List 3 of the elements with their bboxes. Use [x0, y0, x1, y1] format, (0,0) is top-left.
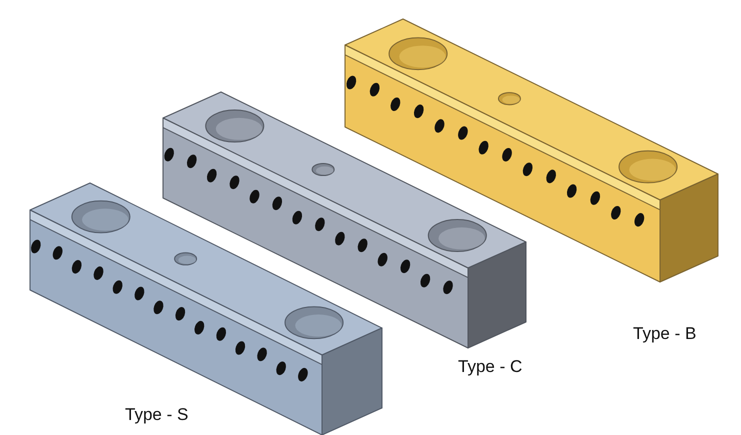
type-label: Type - S: [125, 405, 188, 425]
type-label: Type - C: [458, 357, 522, 377]
type-label: Type - B: [633, 324, 696, 344]
